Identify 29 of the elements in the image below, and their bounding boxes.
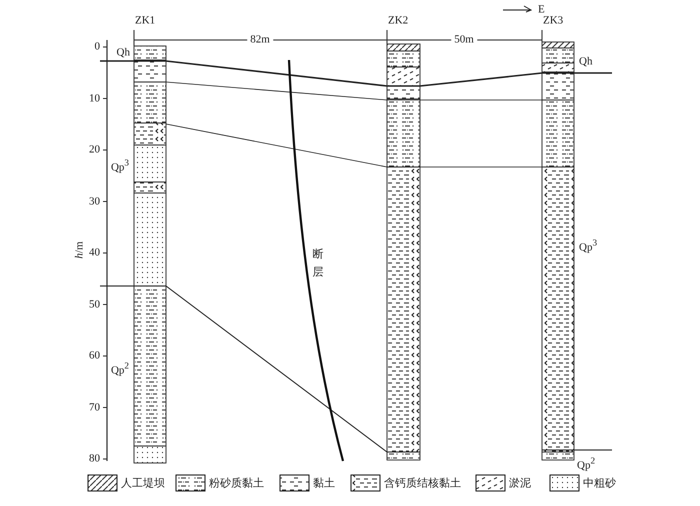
- axis-tick-label: 0: [94, 42, 100, 52]
- borehole-label: ZK1: [135, 16, 156, 26]
- stratum-label: Qh: [579, 56, 592, 68]
- axis-tick-label: 80: [89, 454, 100, 464]
- legend-label: 含钙质结核黏土: [384, 478, 461, 488]
- stratum-label: Qp$^{2}$: [110, 362, 129, 376]
- legend-label: 黏土: [313, 478, 335, 488]
- axis-tick-label: 60: [89, 350, 100, 362]
- stratum-label: Qp$^{2}$: [577, 456, 596, 472]
- axis-title: h/m: [74, 241, 86, 259]
- axis-tick-label: 10: [89, 93, 100, 104]
- legend-label: 粉砂质黏土: [209, 478, 264, 488]
- borehole-label: ZK3: [543, 16, 564, 26]
- dimension-label: 82m: [247, 34, 273, 46]
- legend-label: 人工堤坝: [121, 478, 165, 488]
- direction-label: E: [538, 4, 545, 16]
- stratum-label: Qp$^{3}$: [110, 158, 129, 174]
- legend-label: 中粗砂: [583, 478, 616, 488]
- axis-tick-label: 50: [89, 299, 100, 310]
- fault-label: 断层: [312, 246, 324, 280]
- axis-tick-label: 30: [89, 196, 100, 207]
- dimension-label: 50m: [451, 34, 477, 46]
- stratum-label: Qp$^{3}$: [579, 238, 598, 254]
- axis-tick-label: 20: [89, 144, 100, 156]
- axis-tick-label: 70: [89, 402, 100, 413]
- legend-label: 淤泥: [509, 478, 531, 488]
- stratum-label: Qh: [116, 48, 130, 58]
- borehole-label: ZK2: [388, 16, 408, 26]
- axis-tick-label: 40: [89, 248, 100, 258]
